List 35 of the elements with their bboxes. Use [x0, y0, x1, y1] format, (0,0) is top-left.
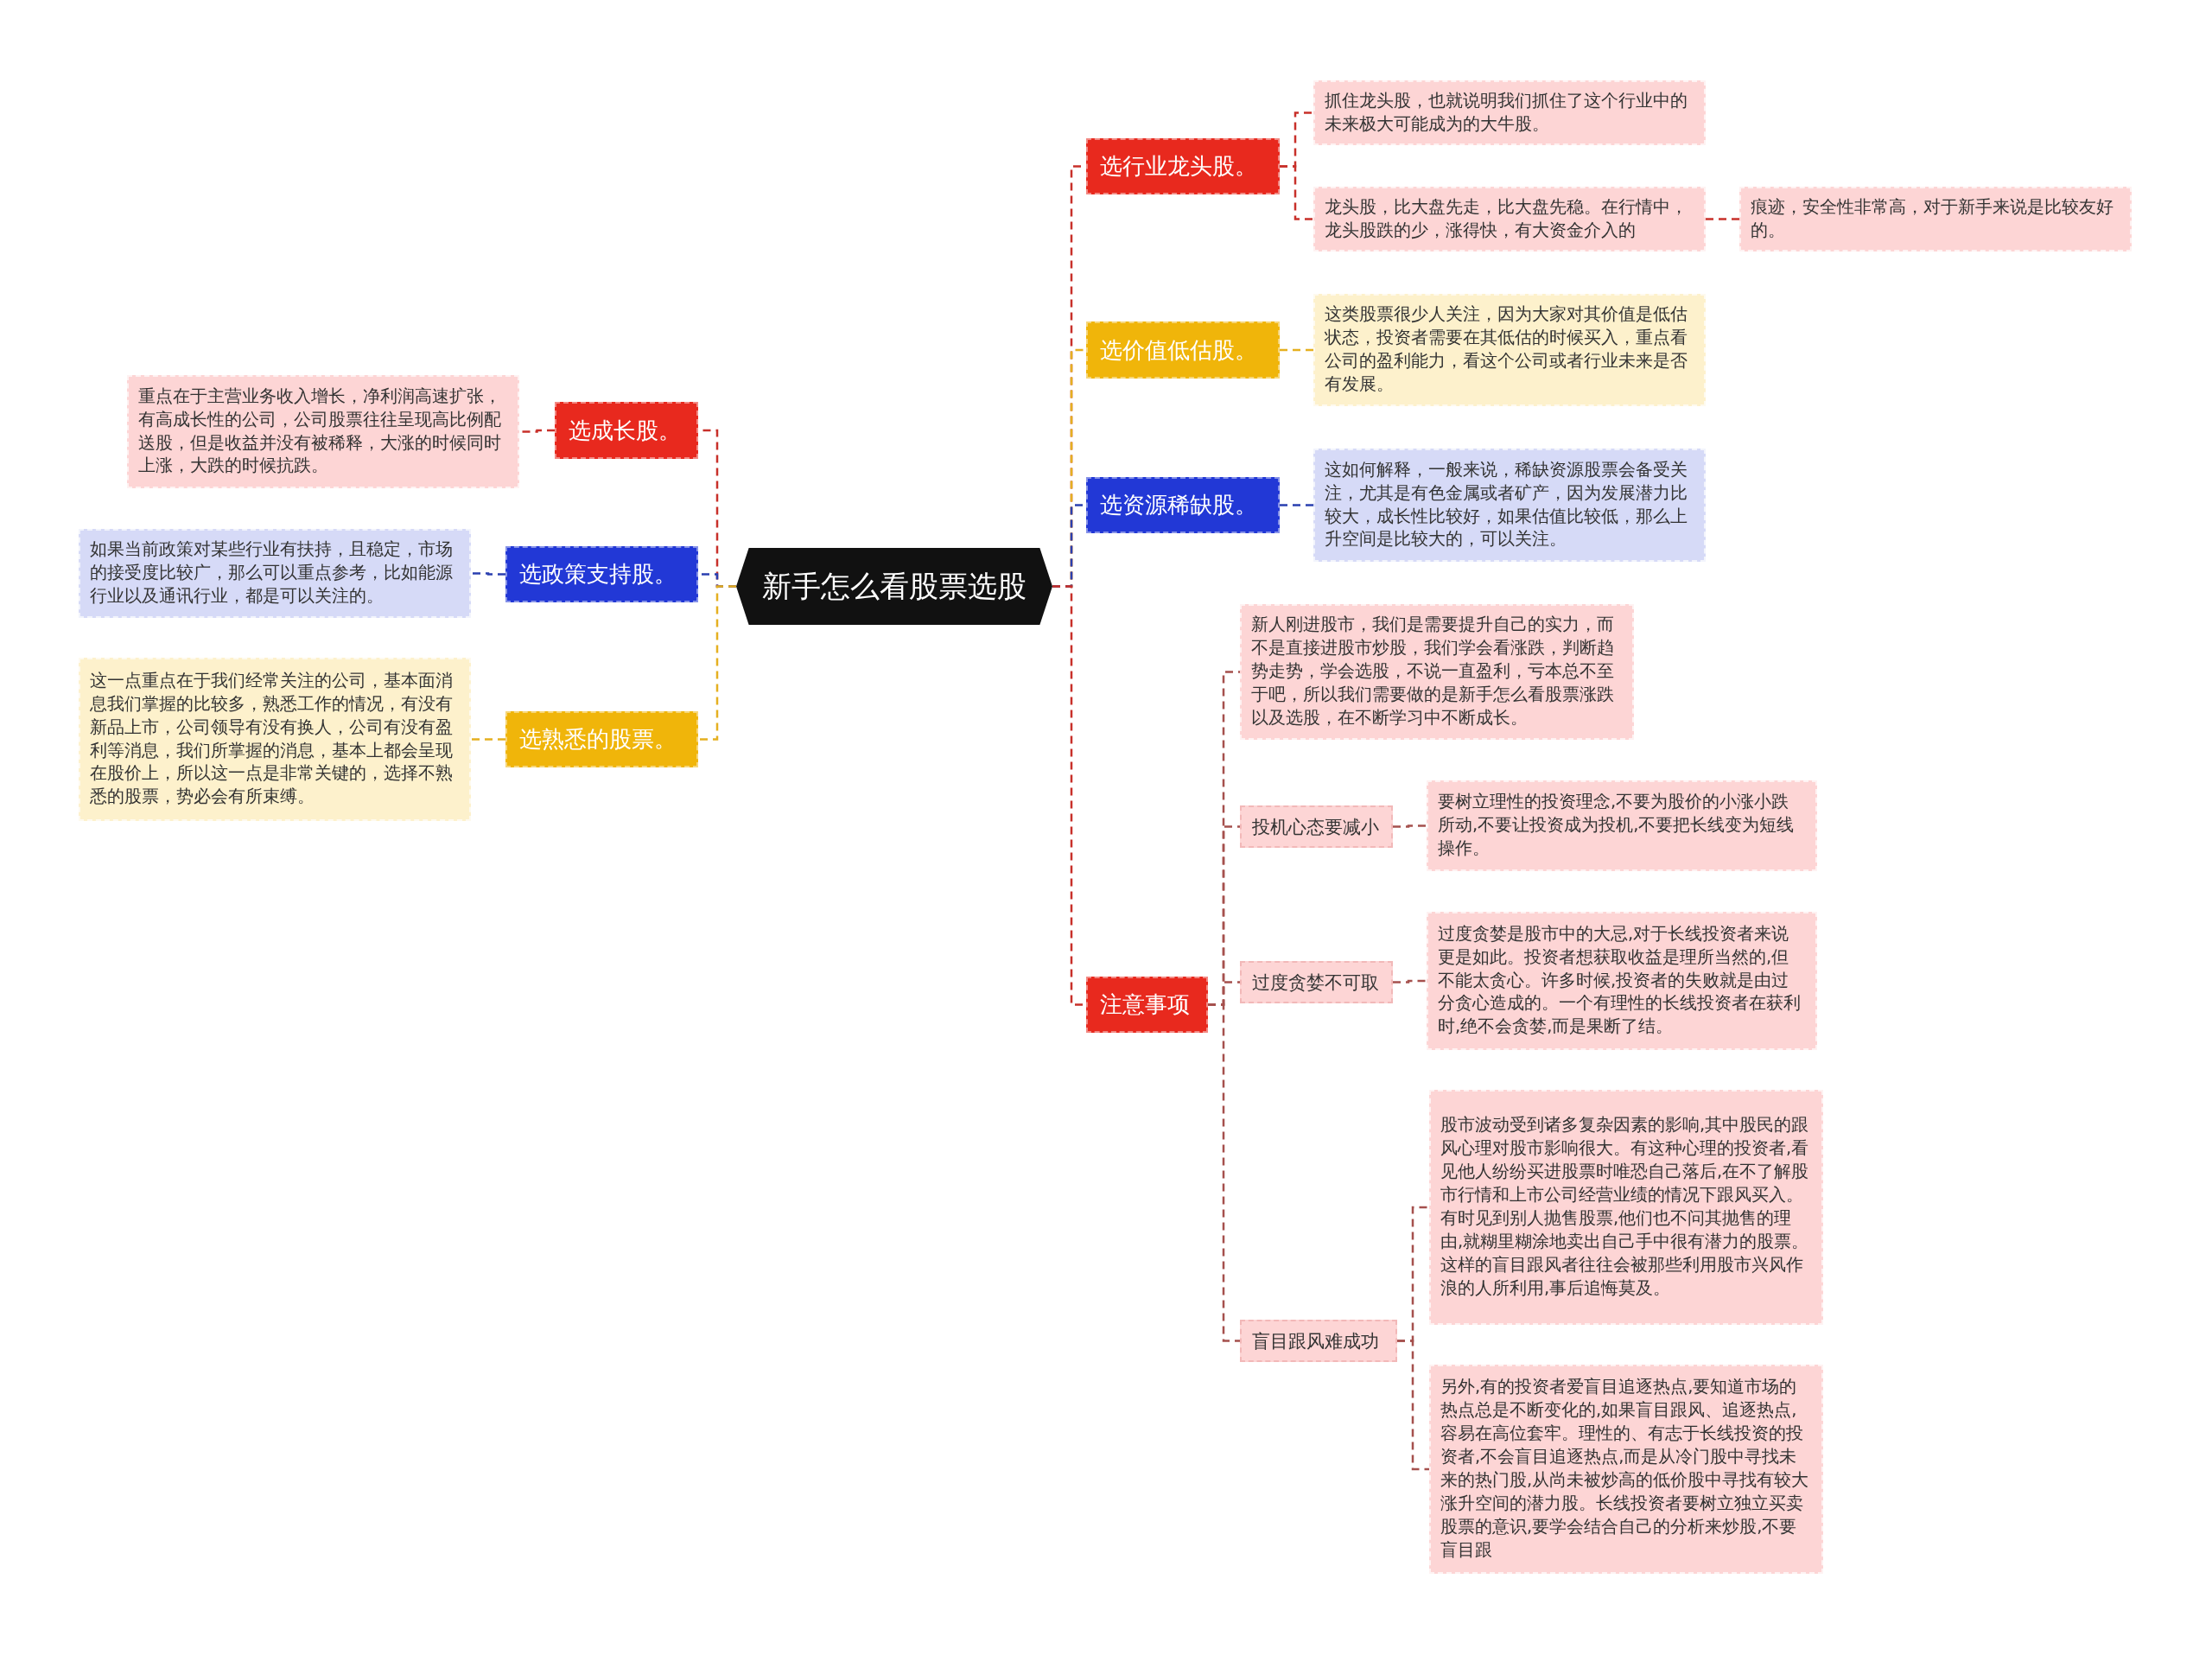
note-box: 这如何解释，一般来说，稀缺资源股票会备受关注，尤其是有色金属或者矿产，因为发展潜力比较大，成长性比较好，如果估值比较低，那么上升空间是比较大的，可以关注。 [1313, 449, 1706, 562]
connector-line [471, 738, 505, 741]
note-box: 这一点重点在于我们经常关注的公司，基本面消息我们掌握的比较多，熟悉工作的情况，有没有新品上市，公司领导有没有换人，公司有没有盈利等消息，我们所掌握的消息，基本上都会呈现在股价上，所以这一点是非常关键的，选择不熟悉的股票，势必会有所束缚。 [79, 658, 471, 821]
note-box: 另外,有的投资者爱盲目追逐热点,要知道市场的热点总是不断变化的,如果盲目跟风、追逐热点,容易在高位套牢。理性的、有志于长线投资的投资者,不会盲目追逐热点,而是从冷门股中寻找未来的热门股,从尚未被炒高的低价股中寻找有较大涨升空间的潜力股。长线投资者要树立独立买卖股票的意识,要学会结合自己的分析来炒股,不要盲目跟 [1429, 1365, 1823, 1574]
note-box: 如果当前政策对某些行业有扶持，且稳定，市场的接受度比较广，那么可以重点参考，比如能源行业以及通讯行业，都是可以关注的。 [79, 529, 471, 618]
connector-line [1208, 1003, 1240, 1342]
note-box: 要树立理性的投资理念,不要为股价的小涨小跌所动,不要让投资成为投机,不要把长线变为短线操作。 [1427, 780, 1817, 871]
note-box: 过度贪婪是股市中的大忌,对于长线投资者来说更是如此。投资者想获取收益是理所当然的,但不能太贪心。许多时候,投资者的失败就是由过分贪心造成的。一个有理性的长线投资者在获利时,绝不会贪婪,而是果断了结。 [1427, 912, 1817, 1050]
topic-box: 选成长股。 [555, 402, 698, 459]
note-box: 新人刚进股市，我们是需要提升自己的实力，而不是直接进股市炒股，我们学会看涨跌，判断趋势走势，学会选股，不说一直盈利，亏本总不至于吧，所以我们需要做的是新手怎么看股票涨跌以及选股，在不断学习中不断成长。 [1240, 604, 1634, 740]
connector-line [1397, 1340, 1429, 1471]
connector-line [698, 585, 736, 741]
connector-line [1280, 504, 1313, 506]
connector-line [1706, 218, 1739, 220]
connector-line [1393, 979, 1427, 983]
subtopic-box: 投机心态要减小 [1240, 805, 1393, 848]
note-box: 抓住龙头股，也就说明我们抓住了这个行业中的未来极大可能成为的大牛股。 [1313, 80, 1706, 145]
topic-box: 选政策支持股。 [505, 546, 698, 602]
connector-line [1393, 824, 1427, 828]
central-topic: 新手怎么看股票选股 [736, 548, 1052, 625]
note-box: 龙头股，比大盘先走，比大盘先稳。在行情中，龙头股跌的少，涨得快，有大资金介入的 [1313, 187, 1706, 251]
topic-box: 选行业龙头股。 [1086, 138, 1280, 194]
subtopic-box: 过度贪婪不可取 [1240, 961, 1393, 1003]
connector-line [1280, 165, 1313, 220]
note-box: 股市波动受到诸多复杂因素的影响,其中股民的跟风心理对股市影响很大。有这种心理的投资者,看见他人纷纷买进股票时唯恐自己落后,在不了解股市行情和上市公司经营业绩的情况下跟风买入。有时见到别人抛售股票,他们也不问其抛售的理由,就糊里糊涂地卖出自己手中很有潜力的股票。这样的盲目跟风者往往会被那些利用股市兴风作浪的人所利用,事后追悔莫及。 [1429, 1090, 1823, 1325]
topic-box: 选熟悉的股票。 [505, 711, 698, 767]
note-box: 这类股票很少人关注，因为大家对其价值是低估状态，投资者需要在其低估的时候买入，重点看公司的盈利能力，看这个公司或者行业未来是否有发展。 [1313, 294, 1706, 406]
topic-box: 选价值低估股。 [1086, 321, 1280, 379]
topic-box: 选资源稀缺股。 [1086, 477, 1280, 533]
subtopic-box: 盲目跟风难成功 [1240, 1320, 1397, 1362]
connector-line [1280, 348, 1313, 352]
connector-line [471, 572, 505, 576]
note-box: 痕迹，安全性非常高，对于新手来说是比较友好的。 [1739, 187, 2132, 251]
topic-box: 注意事项 [1086, 977, 1208, 1033]
note-box: 重点在于主营业务收入增长，净利润高速扩张，有高成长性的公司，公司股票往往呈现高比例配送股，但是收益并没有被稀释，大涨的时候同时上涨，大跌的时候抗跌。 [127, 375, 519, 488]
